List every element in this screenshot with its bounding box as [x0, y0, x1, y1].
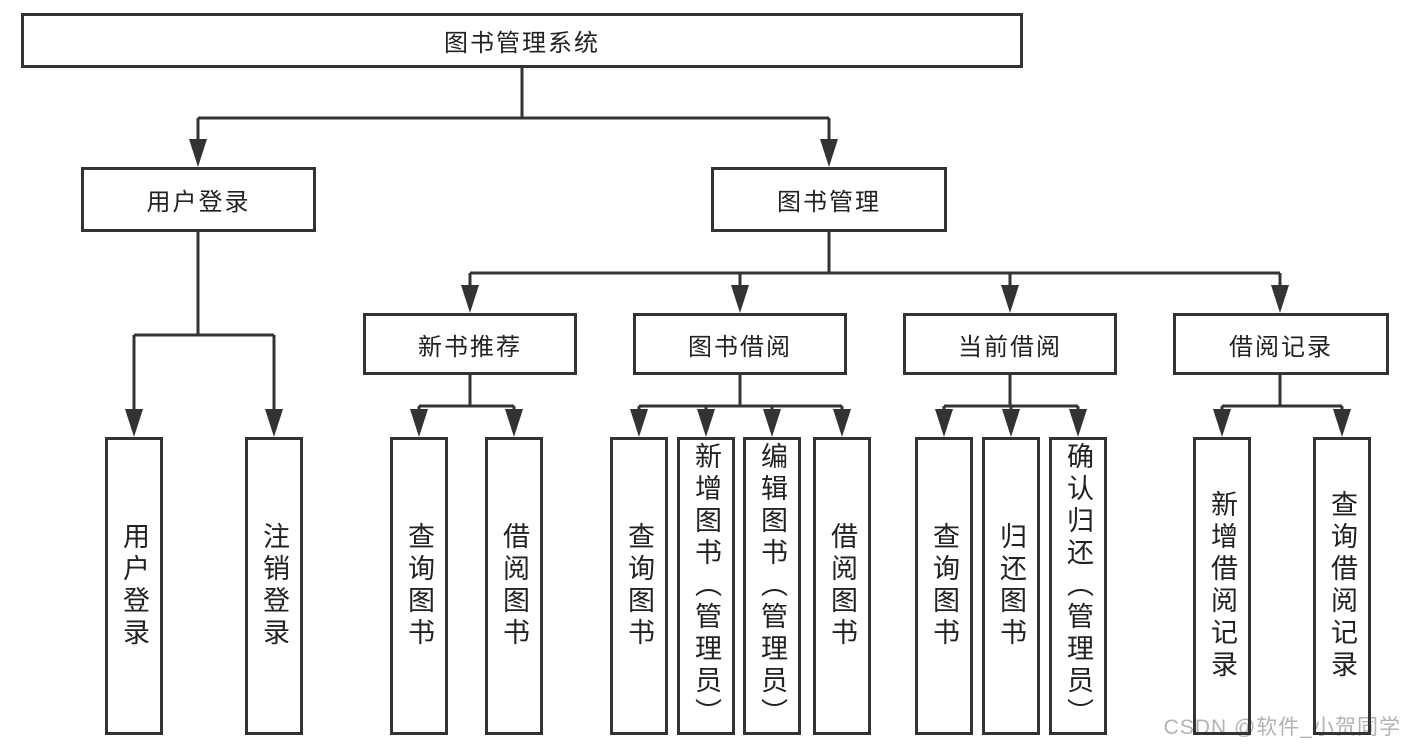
node-new-book-recommend: 新书推荐	[363, 313, 577, 375]
leaf-edit-book-admin: 编辑图书（管理员）	[743, 437, 801, 735]
leaf-query-books-current: 查询图书	[915, 437, 973, 735]
leaf-borrow-books-borrow: 借阅图书	[813, 437, 871, 735]
node-user-login: 用户登录	[81, 167, 316, 232]
leaf-confirm-return-admin: 确认归还（管理员）	[1049, 437, 1107, 735]
leaf-query-books-borrow: 查询图书	[610, 437, 668, 735]
leaf-return-book: 归还图书	[982, 437, 1040, 735]
leaf-add-book-admin: 新增图书（管理员）	[677, 437, 735, 735]
arrowheads	[125, 139, 1351, 437]
leaf-logout: 注销登录	[245, 437, 303, 735]
node-borrow-records: 借阅记录	[1173, 313, 1389, 375]
node-book-borrow: 图书借阅	[633, 313, 847, 375]
leaf-user-login: 用户登录	[105, 437, 163, 735]
node-current-borrow: 当前借阅	[903, 313, 1117, 375]
leaf-query-borrow-record: 查询借阅记录	[1313, 437, 1371, 735]
leaf-borrow-books-recommend: 借阅图书	[485, 437, 543, 735]
node-book-management: 图书管理	[711, 167, 947, 232]
node-root: 图书管理系统	[21, 13, 1023, 68]
leaf-add-borrow-record: 新增借阅记录	[1193, 437, 1251, 735]
leaf-query-books-recommend: 查询图书	[390, 437, 448, 735]
